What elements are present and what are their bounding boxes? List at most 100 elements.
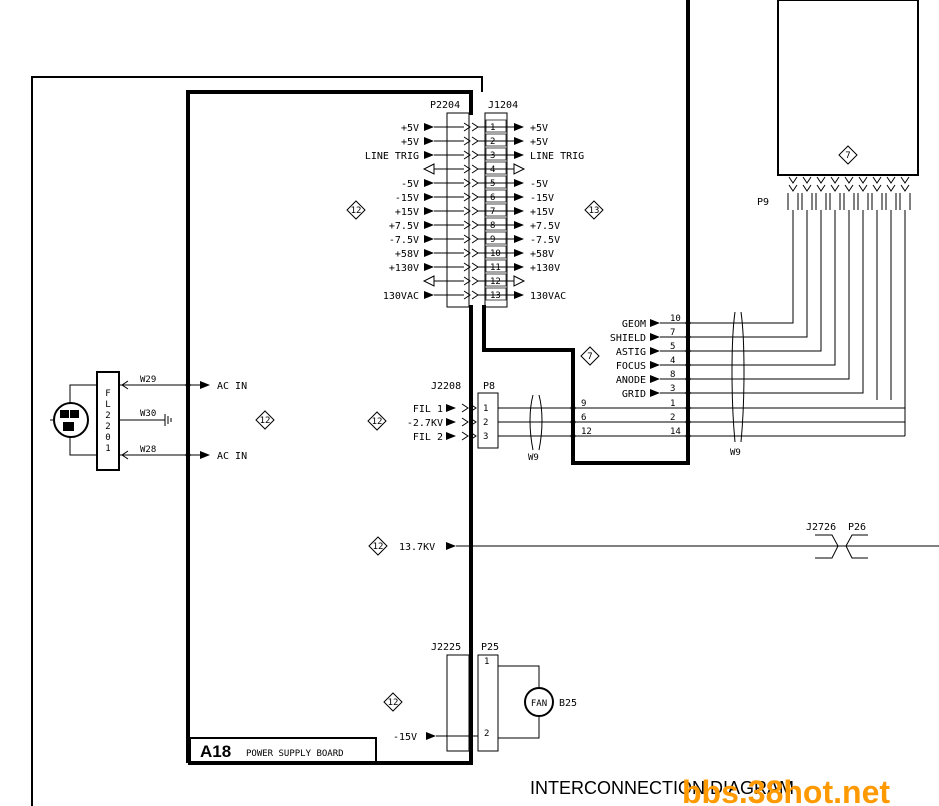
power-pin-row: 1+5V+5V	[401, 119, 548, 134]
j1204-signal-label: +5V	[530, 137, 548, 148]
power-pin-row: 5-5V-5V	[401, 175, 548, 190]
crt-signal-arrow	[650, 319, 660, 327]
p9-pin	[885, 176, 897, 210]
crt-wire	[688, 210, 822, 352]
pin-contact	[463, 164, 479, 174]
p8-body	[477, 392, 499, 449]
p9-contact	[886, 176, 896, 192]
w9-exit-dot	[685, 419, 691, 425]
w9-right-label: W9	[730, 448, 741, 458]
j1204-signal-label: +5V	[530, 123, 548, 134]
p9-housing	[815, 193, 827, 210]
crt-wire	[688, 210, 794, 324]
j2726-label: J2726	[806, 522, 836, 533]
w9-pin-number: 8	[670, 370, 675, 380]
p9-contact	[802, 176, 812, 192]
w9-pin-number: 5	[670, 342, 675, 352]
p9-pin	[787, 176, 799, 210]
pin-contact	[463, 122, 479, 132]
p9-contact	[830, 176, 840, 192]
ac-inlet-wiring	[50, 384, 97, 456]
p2204-signal-label: -7.5V	[389, 235, 419, 246]
pin-contact	[463, 206, 479, 216]
crt-wire	[688, 210, 836, 366]
crt-signal-arrow	[650, 375, 660, 383]
j1204-pin-number: 8	[490, 221, 495, 231]
crt-signal-label: GRID	[622, 389, 646, 400]
svg-text:12: 12	[388, 698, 399, 708]
pin-contact	[463, 136, 479, 146]
j1204-signal-label: -7.5V	[530, 235, 560, 246]
ac-junction-bottom	[185, 452, 191, 458]
fan-motor	[524, 687, 554, 717]
diagram-title: INTERCONNECTION DIAGRAM	[530, 778, 794, 798]
p8-pin-number: 2	[483, 418, 488, 428]
p9-housing	[871, 193, 883, 210]
j1204-signal-label: +130V	[530, 263, 560, 274]
w9-entry-dot	[570, 433, 576, 439]
w9-entry-pin: 9	[581, 399, 586, 409]
ref-7-harness: 7	[580, 346, 600, 366]
j1204-pin-cell	[485, 161, 507, 175]
hv-arrow	[446, 542, 456, 550]
j1204-signal-label: +7.5V	[530, 221, 560, 232]
power-pin-row: 12	[422, 273, 526, 287]
p9-housing	[885, 193, 897, 210]
j1204-pin-number: 13	[490, 291, 501, 301]
j1204-pin-number: 10	[490, 249, 501, 259]
pin-contact	[461, 403, 477, 413]
ref-12-power: 12	[346, 200, 366, 220]
fil-signal-label: FIL 1	[413, 404, 443, 415]
p8-pin-number: 1	[483, 404, 488, 414]
p8-pin-number: 3	[483, 432, 488, 442]
watermark: bbs.38hot.net	[682, 774, 890, 806]
hv-label: 13.7KV	[399, 542, 435, 553]
j1204-arrow	[514, 123, 524, 131]
j1204-arrow	[514, 207, 524, 215]
w9-entry-dot	[570, 419, 576, 425]
crt-wire	[688, 210, 864, 394]
j1204-pin-cell	[485, 119, 507, 133]
j1204-pin-cell	[485, 245, 507, 259]
power-pin-row: 2+5V+5V	[401, 133, 548, 148]
j1204-arrow	[514, 193, 524, 201]
ac-junction-top	[185, 382, 191, 388]
j1204-pin-cell	[485, 189, 507, 203]
p2204-signal-label: LINE TRIG	[365, 151, 419, 162]
svg-text:12: 12	[260, 416, 271, 426]
w9-exit-pin: 2	[670, 413, 675, 423]
power-pin-row: 11+130V+130V	[389, 259, 560, 274]
j1204-pin-cell	[485, 231, 507, 245]
p9-housing	[843, 193, 855, 210]
pin-contact	[463, 290, 479, 300]
pin-contact	[463, 192, 479, 202]
p9-pin	[871, 176, 883, 210]
p9-contact	[844, 176, 854, 192]
svg-text:12: 12	[351, 206, 362, 216]
j1204-open-arrow	[513, 275, 526, 287]
power-pin-row: 9-7.5V-7.5V	[389, 231, 560, 246]
p2204-open-arrow	[422, 163, 435, 175]
j1204-arrow	[514, 291, 524, 299]
p2204-open-arrow	[422, 275, 435, 287]
w9-exit-dot	[685, 405, 691, 411]
p9-contact	[858, 176, 868, 192]
j1204-pin-number: 7	[490, 207, 495, 217]
p2204-signal-label: +7.5V	[389, 221, 419, 232]
j1204-pin-number: 3	[490, 151, 495, 161]
w9-exit-pin: 1	[670, 399, 675, 409]
board-label-box	[189, 737, 377, 763]
p9-housing	[801, 193, 813, 210]
board-name: POWER SUPPLY BOARD	[246, 749, 344, 759]
filter-output-arrows	[121, 380, 129, 460]
j2208-label: J2208	[431, 381, 461, 392]
j1204-signal-label: +58V	[530, 249, 554, 260]
fil-arrow	[446, 404, 456, 412]
p9-contact	[900, 176, 910, 192]
j1204-pin-number: 1	[490, 123, 495, 133]
w9-entry-pin: 12	[581, 427, 592, 437]
pin-contact	[463, 276, 479, 286]
